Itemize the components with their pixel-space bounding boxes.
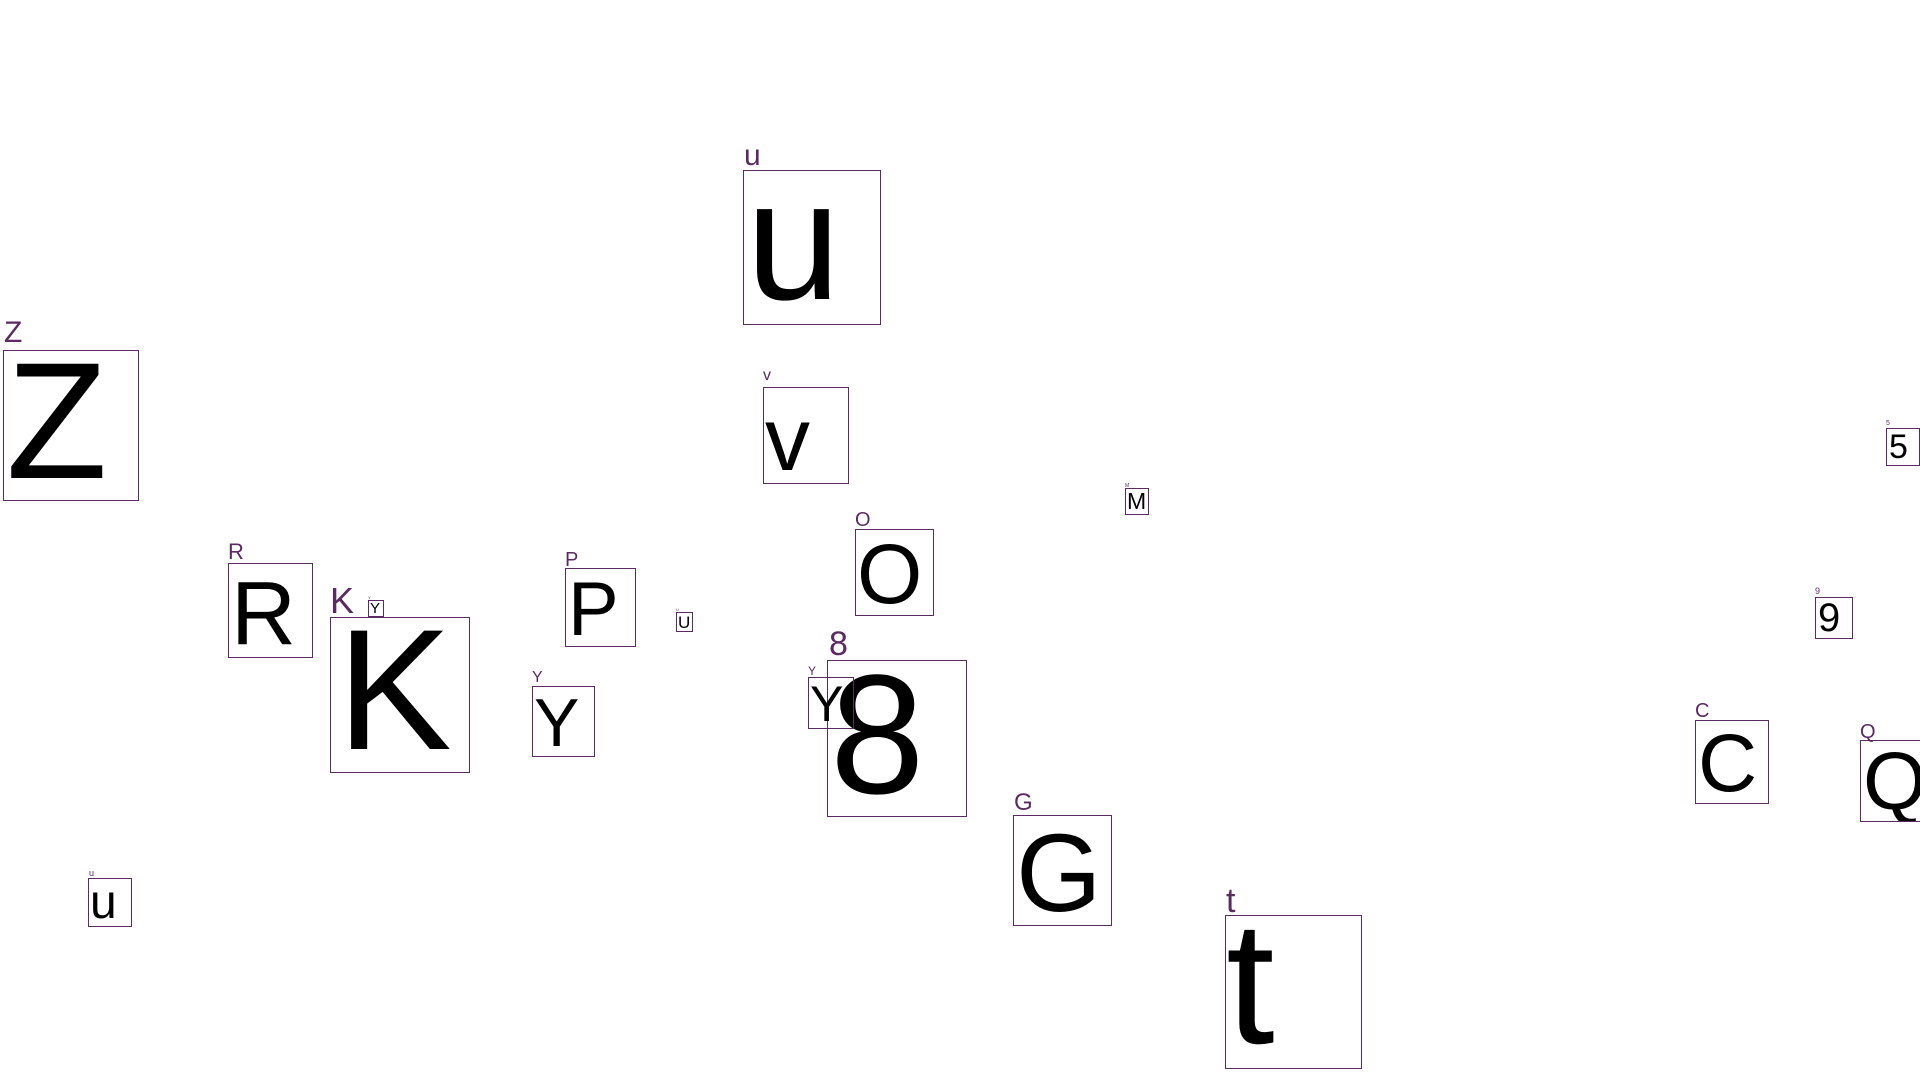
detection-box-m: M (1125, 488, 1149, 515)
glyph-v: v (765, 390, 810, 484)
detection-tag-m: M (1125, 483, 1130, 489)
glyph-t: t (1226, 915, 1275, 1069)
detection-box-y-small: Y (368, 600, 384, 617)
glyph-y-small: Y (370, 600, 381, 617)
detection-box-p: P (565, 568, 636, 647)
detection-box-o: O (855, 529, 934, 616)
detection-tag-y-small: Y (368, 595, 371, 600)
glyph-p: P (568, 568, 619, 647)
detection-tag-8: 8 (829, 625, 848, 663)
detection-box-g: G (1013, 815, 1112, 926)
glyph-8: 8 (830, 660, 925, 817)
detection-tag-k: K (330, 580, 355, 621)
detection-tag-u-small: u (89, 868, 95, 878)
detection-tag-y-left: Y (532, 669, 543, 686)
detection-tag-q: Q (1860, 721, 1876, 743)
detection-tag-c: C (1695, 700, 1710, 722)
glyph-y-left: Y (534, 686, 580, 757)
glyph-u-tiny: U (678, 612, 691, 632)
detection-box-y-left: Y (532, 686, 595, 757)
glyph-o: O (857, 529, 923, 616)
glyph-r: R (231, 564, 296, 658)
detection-box-t: t (1225, 915, 1362, 1069)
glyph-5: 5 (1889, 428, 1908, 466)
glyph-c: C (1698, 720, 1758, 804)
glyph-z: Z (6, 350, 108, 501)
detection-box-9: 9 (1815, 597, 1853, 639)
detection-tag-p: P (565, 549, 579, 571)
glyph-k: K (337, 617, 452, 773)
glyph-u-large: u (746, 170, 841, 325)
detection-box-u-small: u (88, 878, 132, 927)
detection-tag-r: R (228, 539, 244, 564)
detection-tag-5: 5 (1886, 420, 1890, 427)
glyph-m: M (1127, 488, 1147, 515)
detection-box-8: 8 (827, 660, 967, 817)
glyph-9: 9 (1818, 597, 1841, 639)
detection-tag-o: O (855, 509, 871, 531)
detection-tag-z: Z (4, 316, 23, 349)
detection-box-c: C (1695, 720, 1769, 804)
detection-box-5: 5 (1886, 428, 1920, 466)
detection-box-y-mid: Y (808, 677, 854, 729)
detection-tag-g: G (1014, 789, 1033, 816)
detection-box-z: Z (3, 350, 139, 501)
detection-box-v: v (763, 387, 849, 484)
detection-tag-t: t (1226, 882, 1236, 920)
detection-box-r: R (228, 563, 313, 658)
glyph-g: G (1016, 815, 1102, 926)
detection-tag-v: v (763, 367, 771, 384)
glyph-u-small: u (90, 878, 117, 927)
detection-box-u-large: u (743, 170, 881, 325)
detection-box-u-tiny: U (676, 612, 693, 632)
glyph-q: Q (1863, 741, 1920, 821)
glyph-y-mid: Y (810, 677, 844, 729)
detection-tag-u-tiny: U (676, 607, 679, 612)
detection-tag-u-large: u (744, 139, 761, 172)
detection-box-k: K (330, 617, 470, 773)
detection-tag-9: 9 (1815, 586, 1821, 596)
detection-box-q: Q (1860, 740, 1920, 822)
detection-tag-y-mid: Y (808, 664, 817, 678)
